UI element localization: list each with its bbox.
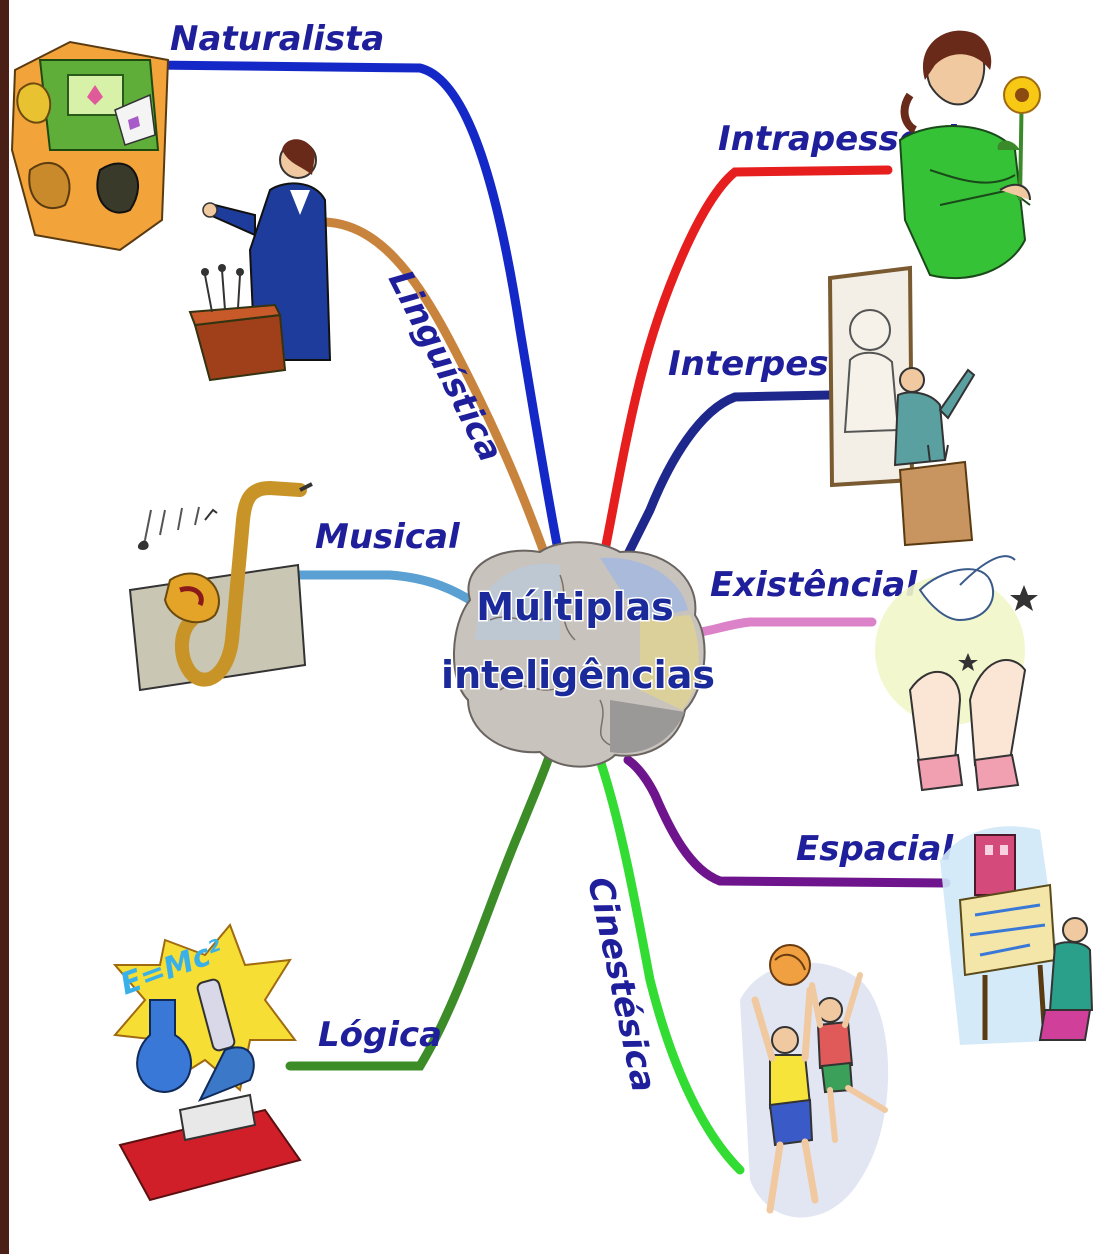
brain-lobe-color-4 [475, 563, 560, 640]
branch-line-musical [293, 570, 483, 610]
branch-line-naturalista [145, 60, 565, 565]
branch-line-logica [285, 715, 565, 1071]
lecturer-portrait-icon [827, 265, 976, 547]
label-musical: Musical [315, 517, 461, 557]
branch-line-intrapessoal [600, 165, 893, 555]
saxophone-icon [128, 480, 313, 692]
brain-lobe-color-1 [600, 557, 688, 620]
central-brain: Múltiplas inteligências [440, 541, 716, 768]
dove-hands-icon [875, 555, 1038, 792]
branch-line-linguistica [320, 217, 550, 560]
branch-line-cinestesica [595, 755, 745, 1175]
center-title-line1: Múltiplas [476, 585, 674, 629]
brain-lobe-color-3 [610, 700, 685, 754]
label-existencial: Existêncial [710, 565, 918, 605]
label-espacial: Espacial [796, 829, 954, 869]
speaker-podium-icon [188, 139, 332, 382]
label-naturalista: Naturalista [170, 19, 384, 59]
branch-line-espacial [623, 755, 951, 888]
branch-line-existencial [695, 617, 877, 637]
label-linguistica: Linguística [380, 264, 511, 468]
nature-book-leaves-icon [10, 40, 170, 252]
science-lab-icon: E=Mc² [112, 923, 302, 1202]
label-logica: Lógica [318, 1015, 442, 1055]
center-title-line2: inteligências [441, 653, 715, 697]
left-border-strip [0, 0, 9, 1254]
kids-ball-icon [740, 944, 889, 1218]
brain-fold-lines [489, 574, 611, 746]
architect-desk-icon [940, 826, 1093, 1045]
branch-lines [145, 60, 951, 1175]
brain-lobe-color-2 [640, 615, 699, 710]
branch-line-interpessoal [620, 390, 835, 565]
woman-flower-icon [898, 30, 1041, 280]
